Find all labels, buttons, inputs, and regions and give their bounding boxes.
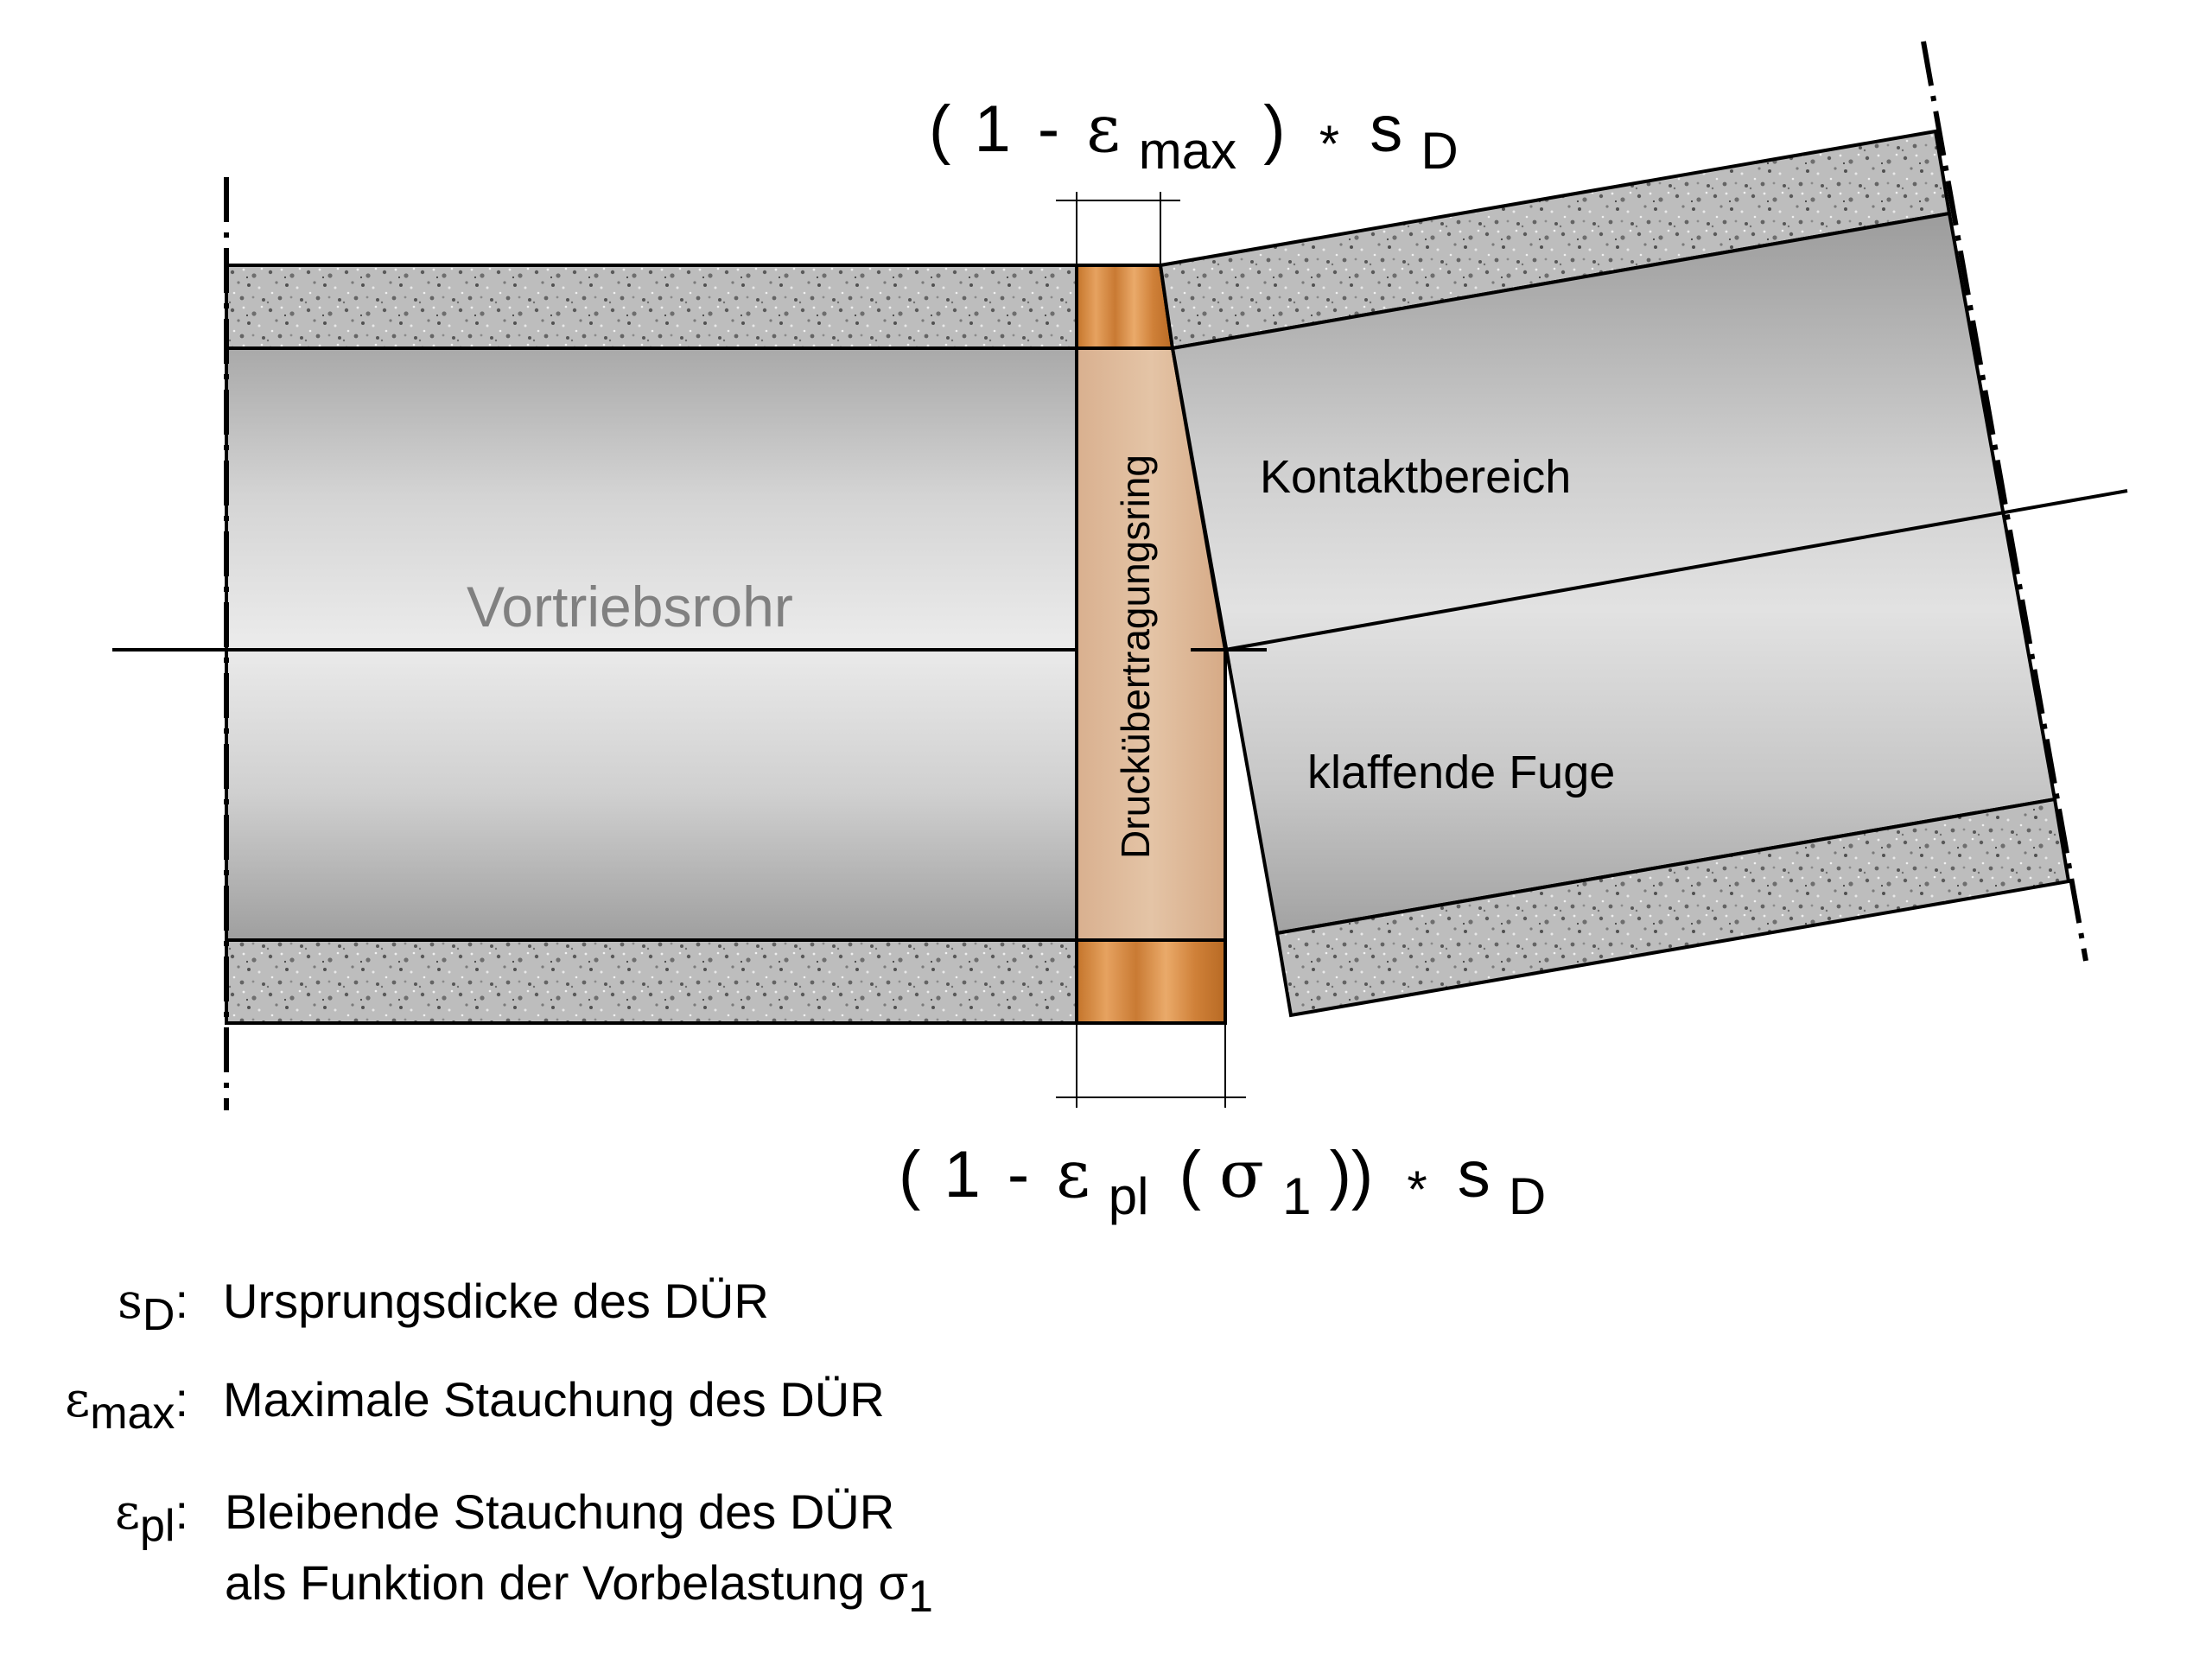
legend-symbol-emax: εmax: bbox=[65, 1372, 188, 1439]
formula-top-times: * bbox=[1319, 115, 1339, 173]
left-pipe-bore bbox=[225, 346, 1078, 942]
formula-bottom-one: 1 bbox=[944, 1138, 980, 1211]
formula-bottom-minus: - bbox=[1007, 1138, 1029, 1211]
pipe-label: Vortriebsrohr bbox=[467, 575, 793, 639]
legend-text-epl-line2: als Funktion der Vorbelastung σ1 bbox=[225, 1555, 933, 1622]
left-pipe bbox=[225, 264, 1078, 1025]
formula-top-close: ) bbox=[1263, 92, 1285, 166]
formula-bottom-eps: ε bbox=[1056, 1135, 1090, 1212]
contact-area-label: Kontaktbereich bbox=[1260, 451, 1571, 503]
formula-bottom-open: ( bbox=[899, 1138, 920, 1211]
svg-text:( 1 - ε: ( 1 - ε max ) * s D bbox=[929, 90, 1459, 183]
legend-symbol-sd: sD: bbox=[118, 1274, 188, 1340]
formula-top-eps-sub: max bbox=[1139, 122, 1236, 180]
formula-bottom-paren-close: )) bbox=[1330, 1138, 1374, 1211]
formula-bottom-times: * bbox=[1407, 1160, 1427, 1218]
formula-bottom-s-sub: D bbox=[1509, 1167, 1546, 1225]
legend-text-emax: Maximale Stauchung des DÜR bbox=[223, 1372, 885, 1427]
formula-bottom-sigma: σ bbox=[1219, 1135, 1264, 1212]
top-dimension bbox=[1056, 192, 1180, 265]
formula-top-one: 1 bbox=[974, 92, 1010, 166]
left-pipe-wall-top bbox=[225, 264, 1078, 350]
legend-text-sd: Ursprungsdicke des DÜR bbox=[223, 1274, 769, 1328]
legend-symbol-epl: εpl: bbox=[114, 1484, 188, 1551]
right-pipe-axis bbox=[1224, 489, 2128, 652]
ring-middle-segment bbox=[1075, 346, 1227, 942]
formula-top-open: ( bbox=[929, 92, 950, 166]
gap-label: klaffende Fuge bbox=[1307, 747, 1615, 798]
ring-label: Druckübertragungsring bbox=[1113, 454, 1158, 859]
formula-top: ( 1 - ε max ) * s D bbox=[929, 90, 1459, 183]
legend-text-epl: Bleibende Stauchung des DÜR bbox=[225, 1484, 895, 1539]
right-pipe-wall-bottom bbox=[1274, 797, 2071, 1018]
left-pipe-wall-bottom bbox=[225, 938, 1078, 1025]
formula-bottom: ( 1 - ε pl ( σ 1 )) * s D bbox=[899, 1135, 1546, 1229]
formula-bottom-s: s bbox=[1458, 1138, 1491, 1211]
formula-top-eps: ε bbox=[1086, 90, 1120, 167]
formula-bottom-paren-open: ( bbox=[1179, 1138, 1201, 1211]
formula-top-s: s bbox=[1370, 92, 1402, 166]
ring-top-segment bbox=[1075, 264, 1175, 350]
right-centerline bbox=[1921, 41, 2088, 962]
ring-bottom-segment bbox=[1075, 938, 1227, 1025]
pressure-ring bbox=[1075, 264, 1227, 1025]
formula-top-minus: - bbox=[1038, 92, 1059, 166]
formula-bottom-sigma-sub: 1 bbox=[1282, 1167, 1311, 1225]
bottom-dimension bbox=[1056, 1023, 1246, 1108]
formula-top-s-sub: D bbox=[1421, 122, 1458, 180]
formula-bottom-eps-sub: pl bbox=[1109, 1167, 1149, 1225]
right-pipe bbox=[1158, 129, 2128, 1018]
svg-text:( 1 - ε: ( 1 - ε pl ( σ 1 )) * s D bbox=[899, 1135, 1546, 1229]
